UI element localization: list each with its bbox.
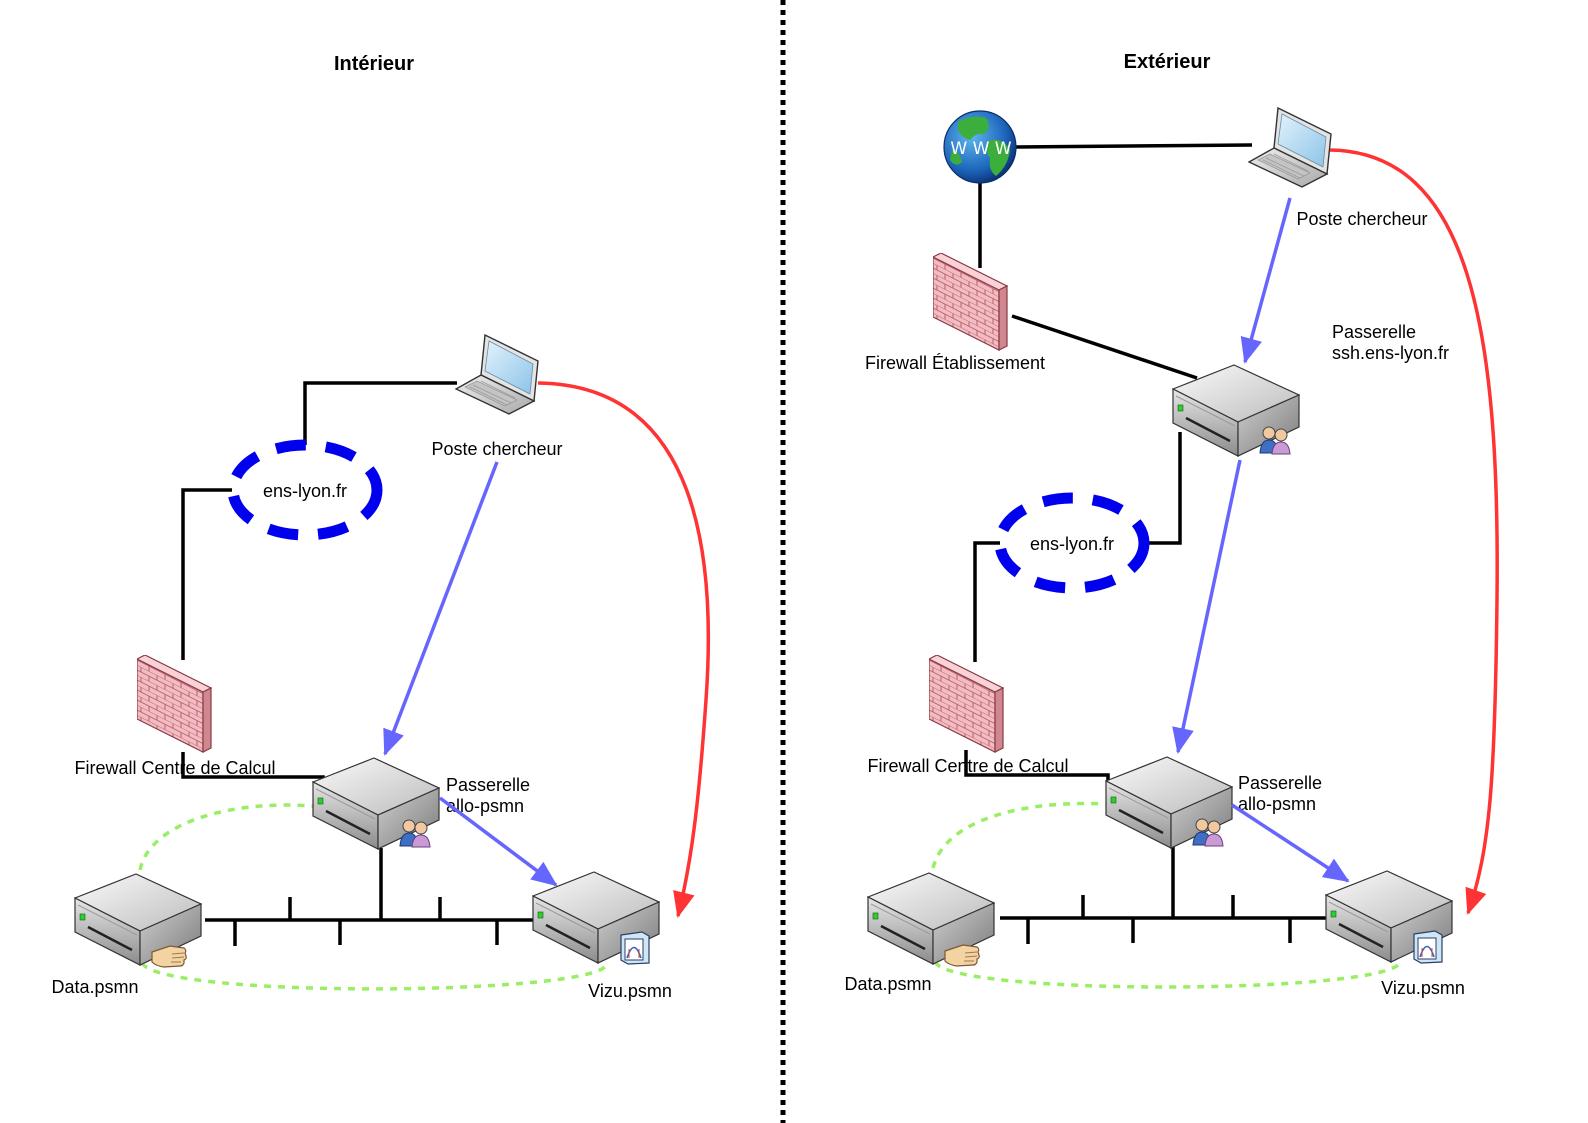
laptop-icon bbox=[455, 334, 539, 415]
ssh-gateway-label-line1: Passerelle bbox=[1332, 322, 1416, 342]
laptop-icon bbox=[1248, 107, 1332, 188]
exterior-title: Extérieur bbox=[1124, 51, 1211, 73]
firewall-icon bbox=[137, 655, 212, 753]
ssh-path-workstation-gateway bbox=[383, 461, 499, 756]
data-server-label: Data.psmn bbox=[844, 974, 931, 994]
firewall-label: Firewall Centre de Calcul bbox=[867, 756, 1068, 776]
gateway-label-line2: allo-psmn bbox=[1238, 794, 1316, 814]
vizu-server-label: Vizu.psmn bbox=[1381, 978, 1465, 998]
data-link-data-gateway bbox=[931, 801, 1107, 869]
link-network-firewall bbox=[973, 541, 1000, 662]
visualization-icon bbox=[1413, 930, 1443, 964]
link-ssh-gateway-network bbox=[1143, 432, 1182, 545]
workstation-label: Poste chercheur bbox=[1296, 209, 1427, 229]
ssh-gateway-label-line2: ssh.ens-lyon.fr bbox=[1332, 343, 1449, 363]
ssh-path-gateway-vizu bbox=[1231, 803, 1350, 883]
interior-panel: Intérieur ens-lyon.fr Poste chercheur Fi… bbox=[51, 53, 711, 1001]
data-link-data-vizu bbox=[140, 961, 608, 991]
network-ring-ens-lyon bbox=[227, 439, 383, 541]
link-workstation-network bbox=[303, 381, 457, 445]
lan-bus bbox=[205, 848, 536, 946]
link-internet-workstation bbox=[1015, 143, 1253, 149]
gateway-label-line1: Passerelle bbox=[1238, 773, 1322, 793]
network-ring-ens-lyon bbox=[994, 492, 1150, 594]
gateway-label-line2: allo-psmn bbox=[446, 796, 524, 816]
firewall-etab-label: Firewall Établissement bbox=[865, 353, 1045, 373]
exterior-panel: Extérieur W W W Poste ch bbox=[844, 51, 1499, 998]
firewall-label: Firewall Centre de Calcul bbox=[74, 758, 275, 778]
data-link-data-gateway bbox=[138, 803, 314, 871]
ssh-path-gateway-vizu bbox=[438, 796, 558, 887]
workstation-label: Poste chercheur bbox=[431, 439, 562, 459]
data-link-data-vizu bbox=[933, 960, 1401, 989]
firewall-icon bbox=[933, 253, 1008, 351]
gateway-label-line1: Passerelle bbox=[446, 775, 530, 795]
network-label: ens-lyon.fr bbox=[263, 481, 347, 501]
link-firewall-ssh-gateway bbox=[1011, 314, 1198, 380]
direct-path-workstation-vizu bbox=[537, 381, 711, 918]
interior-title: Intérieur bbox=[334, 53, 414, 75]
ssh-path-ssh-gateway-gateway bbox=[1172, 459, 1242, 754]
lan-bus bbox=[1000, 846, 1328, 944]
direct-path-workstation-vizu bbox=[1329, 148, 1499, 915]
data-server-label: Data.psmn bbox=[51, 977, 138, 997]
ssh-path-workstation-ssh-gateway bbox=[1240, 197, 1292, 364]
network-label: ens-lyon.fr bbox=[1030, 534, 1114, 554]
vizu-server-label: Vizu.psmn bbox=[588, 981, 672, 1001]
internet-label: W W W bbox=[950, 139, 1011, 159]
firewall-icon bbox=[929, 655, 1004, 753]
link-network-firewall bbox=[181, 488, 232, 660]
internet-globe-icon: W W W bbox=[943, 110, 1017, 184]
visualization-icon bbox=[620, 931, 650, 965]
